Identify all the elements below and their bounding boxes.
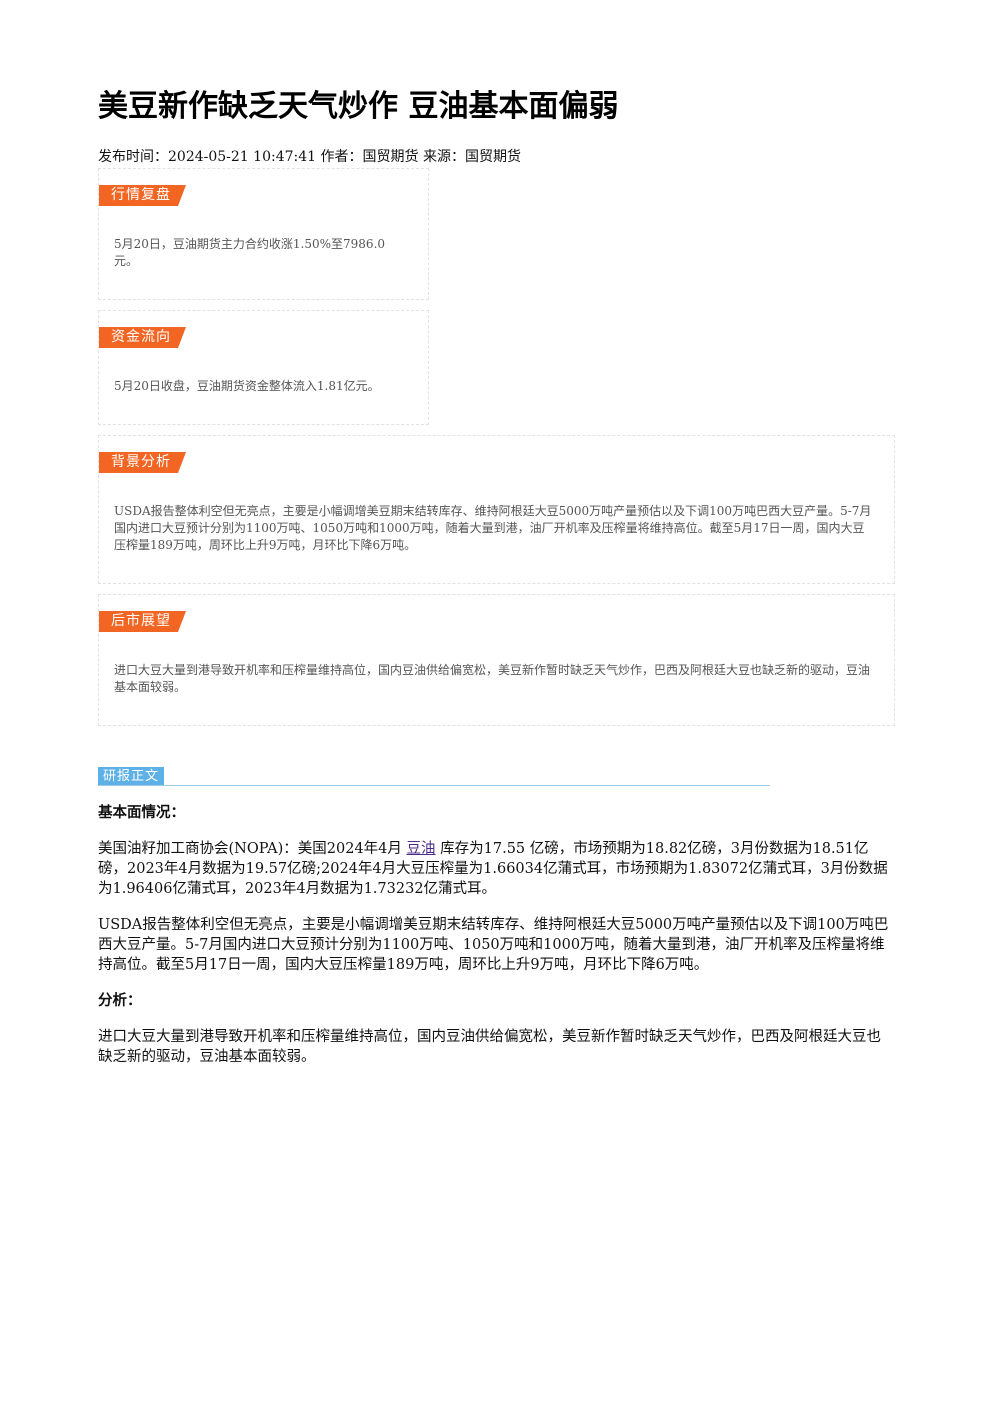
report-body-tag: 研报正文 [98, 767, 165, 786]
fund-flow-text: 5月20日收盘，豆油期货资金整体流入1.81亿元。 [114, 379, 380, 393]
outlook-text: 进口大豆大量到港导致开机率和压榨量维持高位，国内豆油供给偏宽松，美豆新作暂时缺乏… [114, 663, 871, 694]
nopa-text-before: 美国油籽加工商协会(NOPA)：美国2024年4月 [98, 841, 407, 857]
fund-flow-tag: 资金流向 [99, 327, 186, 348]
background-tag: 背景分析 [99, 452, 186, 473]
fundamentals-heading: 基本面情况： [98, 804, 185, 821]
nopa-paragraph: 美国油籽加工商协会(NOPA)：美国2024年4月 豆油 库存为17.55 亿磅… [98, 839, 895, 899]
market-review-box: 行情复盘 5月20日，豆油期货主力合约收涨1.50%至7986.0元。 [98, 168, 429, 300]
article-title: 美豆新作缺乏天气炒作 豆油基本面偏弱 [98, 89, 619, 124]
outlook-tag: 后市展望 [99, 611, 186, 632]
soybean-oil-link[interactable]: 豆油 [406, 841, 436, 857]
background-text: USDA报告整体利空但无亮点，主要是小幅调增美豆期末结转库存、维持阿根廷大豆50… [114, 504, 872, 552]
background-box: 背景分析 USDA报告整体利空但无亮点，主要是小幅调增美豆期末结转库存、维持阿根… [98, 435, 895, 584]
usda-paragraph: USDA报告整体利空但无亮点，主要是小幅调增美豆期末结转库存、维持阿根廷大豆50… [98, 917, 889, 973]
analysis-heading: 分析： [98, 992, 142, 1009]
market-review-text: 5月20日，豆油期货主力合约收涨1.50%至7986.0元。 [114, 237, 386, 268]
analysis-paragraph: 进口大豆大量到港导致开机率和压榨量维持高位，国内豆油供给偏宽松，美豆新作暂时缺乏… [98, 1029, 881, 1065]
fund-flow-box: 资金流向 5月20日收盘，豆油期货资金整体流入1.81亿元。 [98, 310, 429, 425]
article-meta: 发布时间：2024-05-21 10:47:41 作者：国贸期货 来源：国贸期货 [98, 149, 521, 165]
market-review-tag: 行情复盘 [99, 185, 186, 206]
nopa-text-after: 库存为17.55 亿磅，市场预期为18.82亿磅，3月份数据为18.51亿磅，2… [98, 841, 888, 897]
report-divider [98, 785, 770, 786]
outlook-box: 后市展望 进口大豆大量到港导致开机率和压榨量维持高位，国内豆油供给偏宽松，美豆新… [98, 594, 895, 726]
